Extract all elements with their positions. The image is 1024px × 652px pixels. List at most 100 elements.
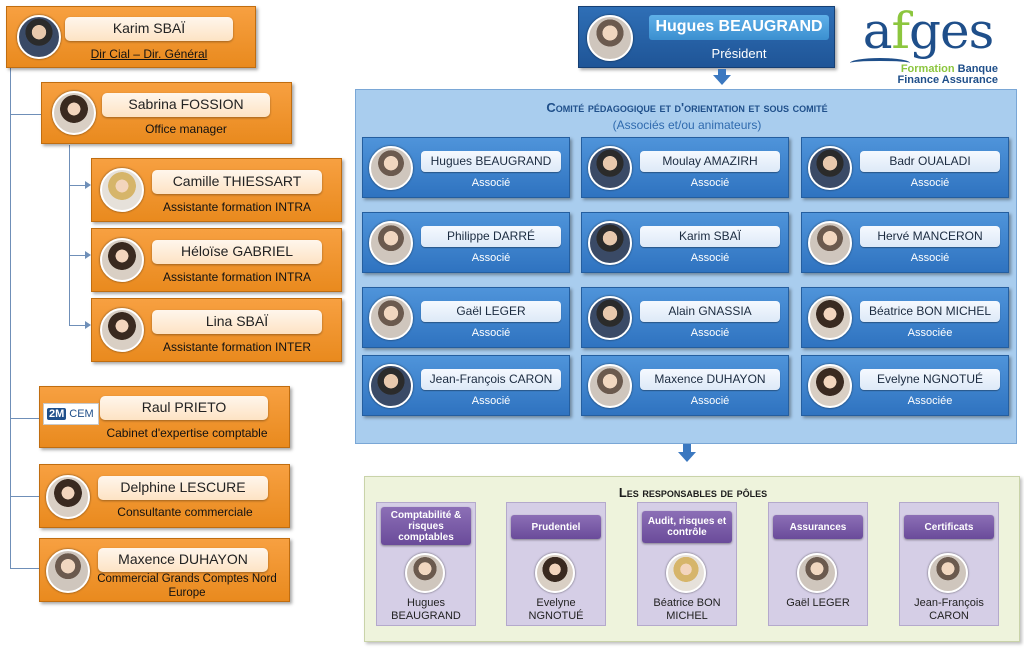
avatar [588, 296, 632, 340]
staff-name: Lina SBAÏ [152, 310, 322, 334]
avatar [100, 238, 144, 282]
avatar [369, 296, 413, 340]
connector [10, 114, 41, 115]
member-name: Maxence DUHAYON [640, 369, 780, 390]
staff-card-head: Karim SBAÏ Dir Cial – Dir. Général [6, 6, 256, 68]
staff-role: Assistante formation INTRA [162, 200, 312, 214]
avatar [100, 308, 144, 352]
pole-title: Certificats [904, 515, 994, 539]
member-name: Badr OUALADI [860, 151, 1000, 172]
arrow-right-icon [85, 251, 91, 259]
afges-logo: afges Formation Banque Finance Assurance [848, 4, 1000, 88]
pole-manager-name: Jean-François CARON [914, 597, 984, 622]
connector [10, 568, 39, 569]
pole-title: Comptabilité & risques comptables [381, 507, 471, 545]
president-role: Président [711, 46, 767, 61]
pole-title: Prudentiel [511, 515, 601, 539]
avatar [46, 549, 90, 593]
poles-title: Les responsables de pôles [618, 485, 768, 500]
member-name: Moulay AMAZIRH [640, 151, 780, 172]
connector-sub [69, 145, 70, 325]
pole-manager-name: Evelyne NGNOTUÉ [528, 597, 584, 622]
avatar [52, 91, 96, 135]
staff-role: Assistante formation INTRA [162, 270, 312, 284]
staff-role: Cabinet d'expertise comptable [106, 426, 268, 440]
avatar [666, 553, 706, 593]
staff-role: Office manager [145, 122, 227, 136]
avatar [369, 364, 413, 408]
member-role: Associé [471, 327, 511, 339]
staff-card: Maxence DUHAYON Commercial Grands Compte… [39, 538, 290, 602]
logo-tagline-1: Formation Banque [900, 63, 998, 75]
arrow-down-icon [713, 75, 731, 85]
staff-card: Delphine LESCURE Consultante commerciale [39, 464, 290, 528]
avatar [587, 15, 633, 61]
member-role: Associé [910, 252, 950, 264]
staff-name: Delphine LESCURE [98, 476, 268, 500]
pole-manager-name: Gaël LEGER [786, 597, 850, 609]
avatar [17, 15, 61, 59]
logo-wordmark: afges [862, 2, 995, 60]
staff-card: Camille THIESSART Assistante formation I… [91, 158, 342, 222]
avatar [588, 221, 632, 265]
logo-tagline-2: Finance Assurance [897, 74, 998, 86]
avatar [535, 553, 575, 593]
member-role: Associé [471, 177, 511, 189]
avatar [808, 296, 852, 340]
member-name: Philippe DARRÉ [421, 226, 561, 247]
avatar [808, 146, 852, 190]
staff-card: Sabrina FOSSION Office manager [41, 82, 292, 144]
member-role: Associé [690, 252, 730, 264]
pole-title: Assurances [773, 515, 863, 539]
member-role: Associée [907, 327, 953, 339]
connector [10, 496, 39, 497]
committee-member-card: Hervé MANCERON Associé [801, 212, 1009, 273]
staff-name: Héloïse GABRIEL [152, 240, 322, 264]
avatar [405, 553, 445, 593]
member-role: Associé [690, 395, 730, 407]
member-role: Associé [471, 252, 511, 264]
staff-card: Lina SBAÏ Assistante formation INTER [91, 298, 342, 362]
member-role: Associée [907, 395, 953, 407]
arrow-stem [718, 69, 726, 75]
member-role: Associé [690, 177, 730, 189]
logo-swoosh [850, 58, 910, 68]
member-name: Hugues BEAUGRAND [421, 151, 561, 172]
pole-manager-name: Béatrice BON MICHEL [653, 597, 721, 622]
avatar [797, 553, 837, 593]
arrow-right-icon [85, 321, 91, 329]
member-name: Hervé MANCERON [860, 226, 1000, 247]
member-name: Béatrice BON MICHEL [860, 301, 1000, 322]
member-role: Associé [910, 177, 950, 189]
member-role: Associé [471, 395, 511, 407]
committee-member-card: Moulay AMAZIRH Associé [581, 137, 789, 198]
pole-title: Audit, risques et contrôle [642, 511, 732, 543]
staff-name: Maxence DUHAYON [98, 548, 268, 572]
staff-role: Dir Cial – Dir. Général [90, 47, 208, 61]
avatar [928, 553, 968, 593]
committee-member-card: Hugues BEAUGRAND Associé [362, 137, 570, 198]
avatar [588, 364, 632, 408]
avatar [369, 146, 413, 190]
arrow-right-icon [85, 181, 91, 189]
member-name: Karim SBAÏ [640, 226, 780, 247]
president-card: Hugues BEAUGRAND Président [578, 6, 835, 68]
arrow-stem [683, 444, 691, 452]
connector [69, 185, 85, 186]
committee-member-card: Karim SBAÏ Associé [581, 212, 789, 273]
committee-member-card: Badr OUALADI Associé [801, 137, 1009, 198]
avatar [369, 221, 413, 265]
pole-manager-name: Hugues BEAUGRAND [391, 597, 461, 622]
staff-role: Commercial Grands Comptes Nord Europe [97, 573, 277, 599]
committee-member-card: Maxence DUHAYON Associé [581, 355, 789, 416]
